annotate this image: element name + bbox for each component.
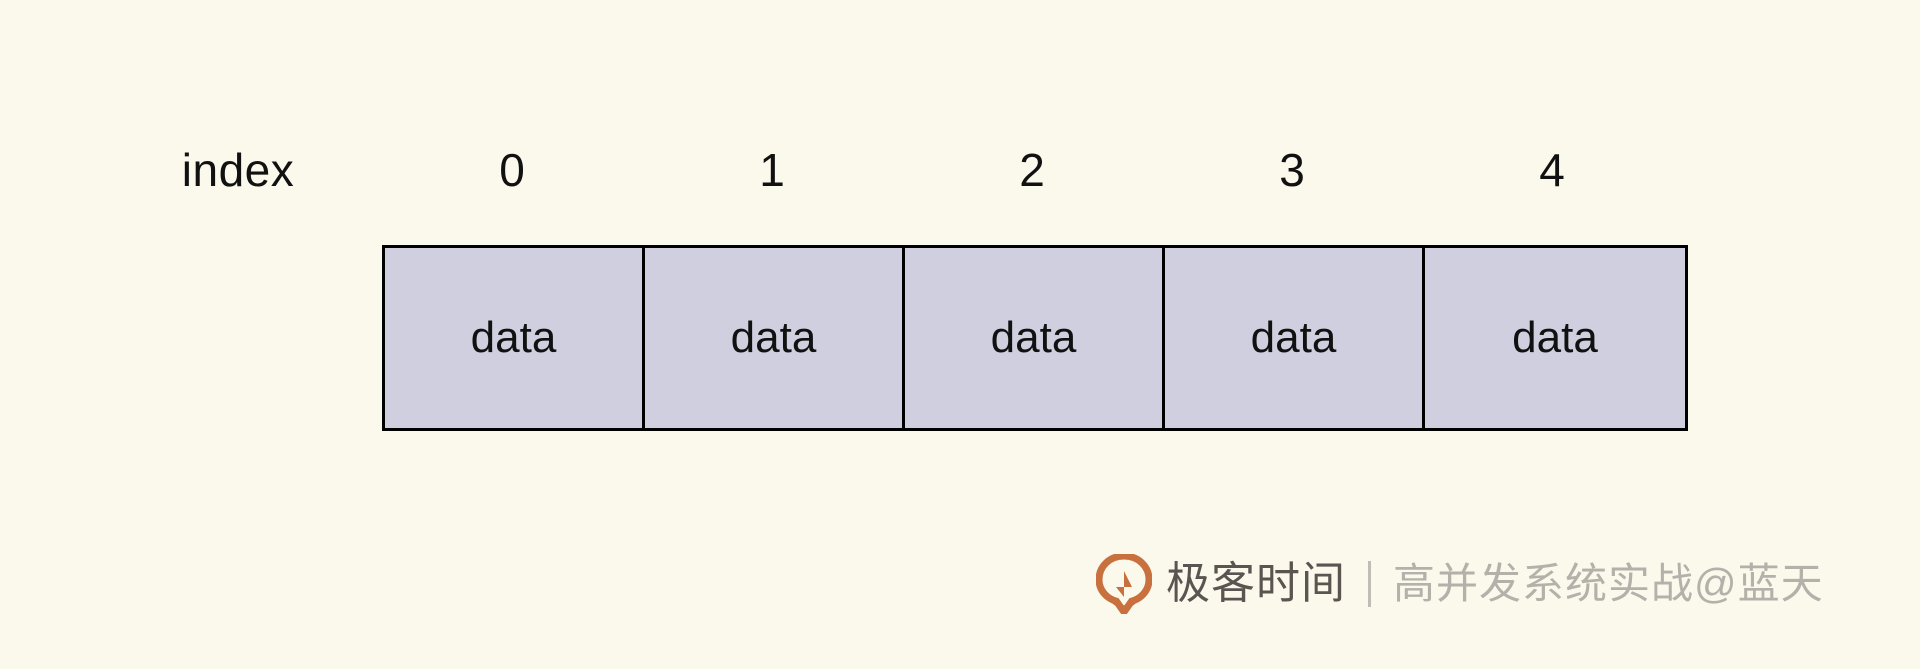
index-number-2: 2 — [1019, 144, 1045, 196]
array-cell: data — [385, 248, 645, 428]
watermark-divider — [1368, 561, 1371, 607]
index-number-1: 1 — [759, 144, 785, 196]
watermark: 极客时间 高并发系统实战@蓝天 — [1096, 548, 1824, 620]
index-number-0: 0 — [499, 144, 525, 196]
array-cell: data — [1165, 248, 1425, 428]
index-number-3: 3 — [1279, 144, 1305, 196]
geekbang-ring-logo-icon — [1096, 554, 1152, 614]
index-number-row: 0 1 2 3 4 — [382, 140, 1682, 200]
array-cell: data — [645, 248, 905, 428]
index-number-4: 4 — [1539, 144, 1565, 196]
array-cell: data — [1425, 248, 1685, 428]
array-container: data data data data data — [382, 245, 1688, 431]
index-row-label: index — [181, 144, 295, 196]
watermark-brand: 极客时间 — [1166, 559, 1346, 608]
array-cell: data — [905, 248, 1165, 428]
watermark-tagline: 高并发系统实战@蓝天 — [1393, 560, 1824, 607]
